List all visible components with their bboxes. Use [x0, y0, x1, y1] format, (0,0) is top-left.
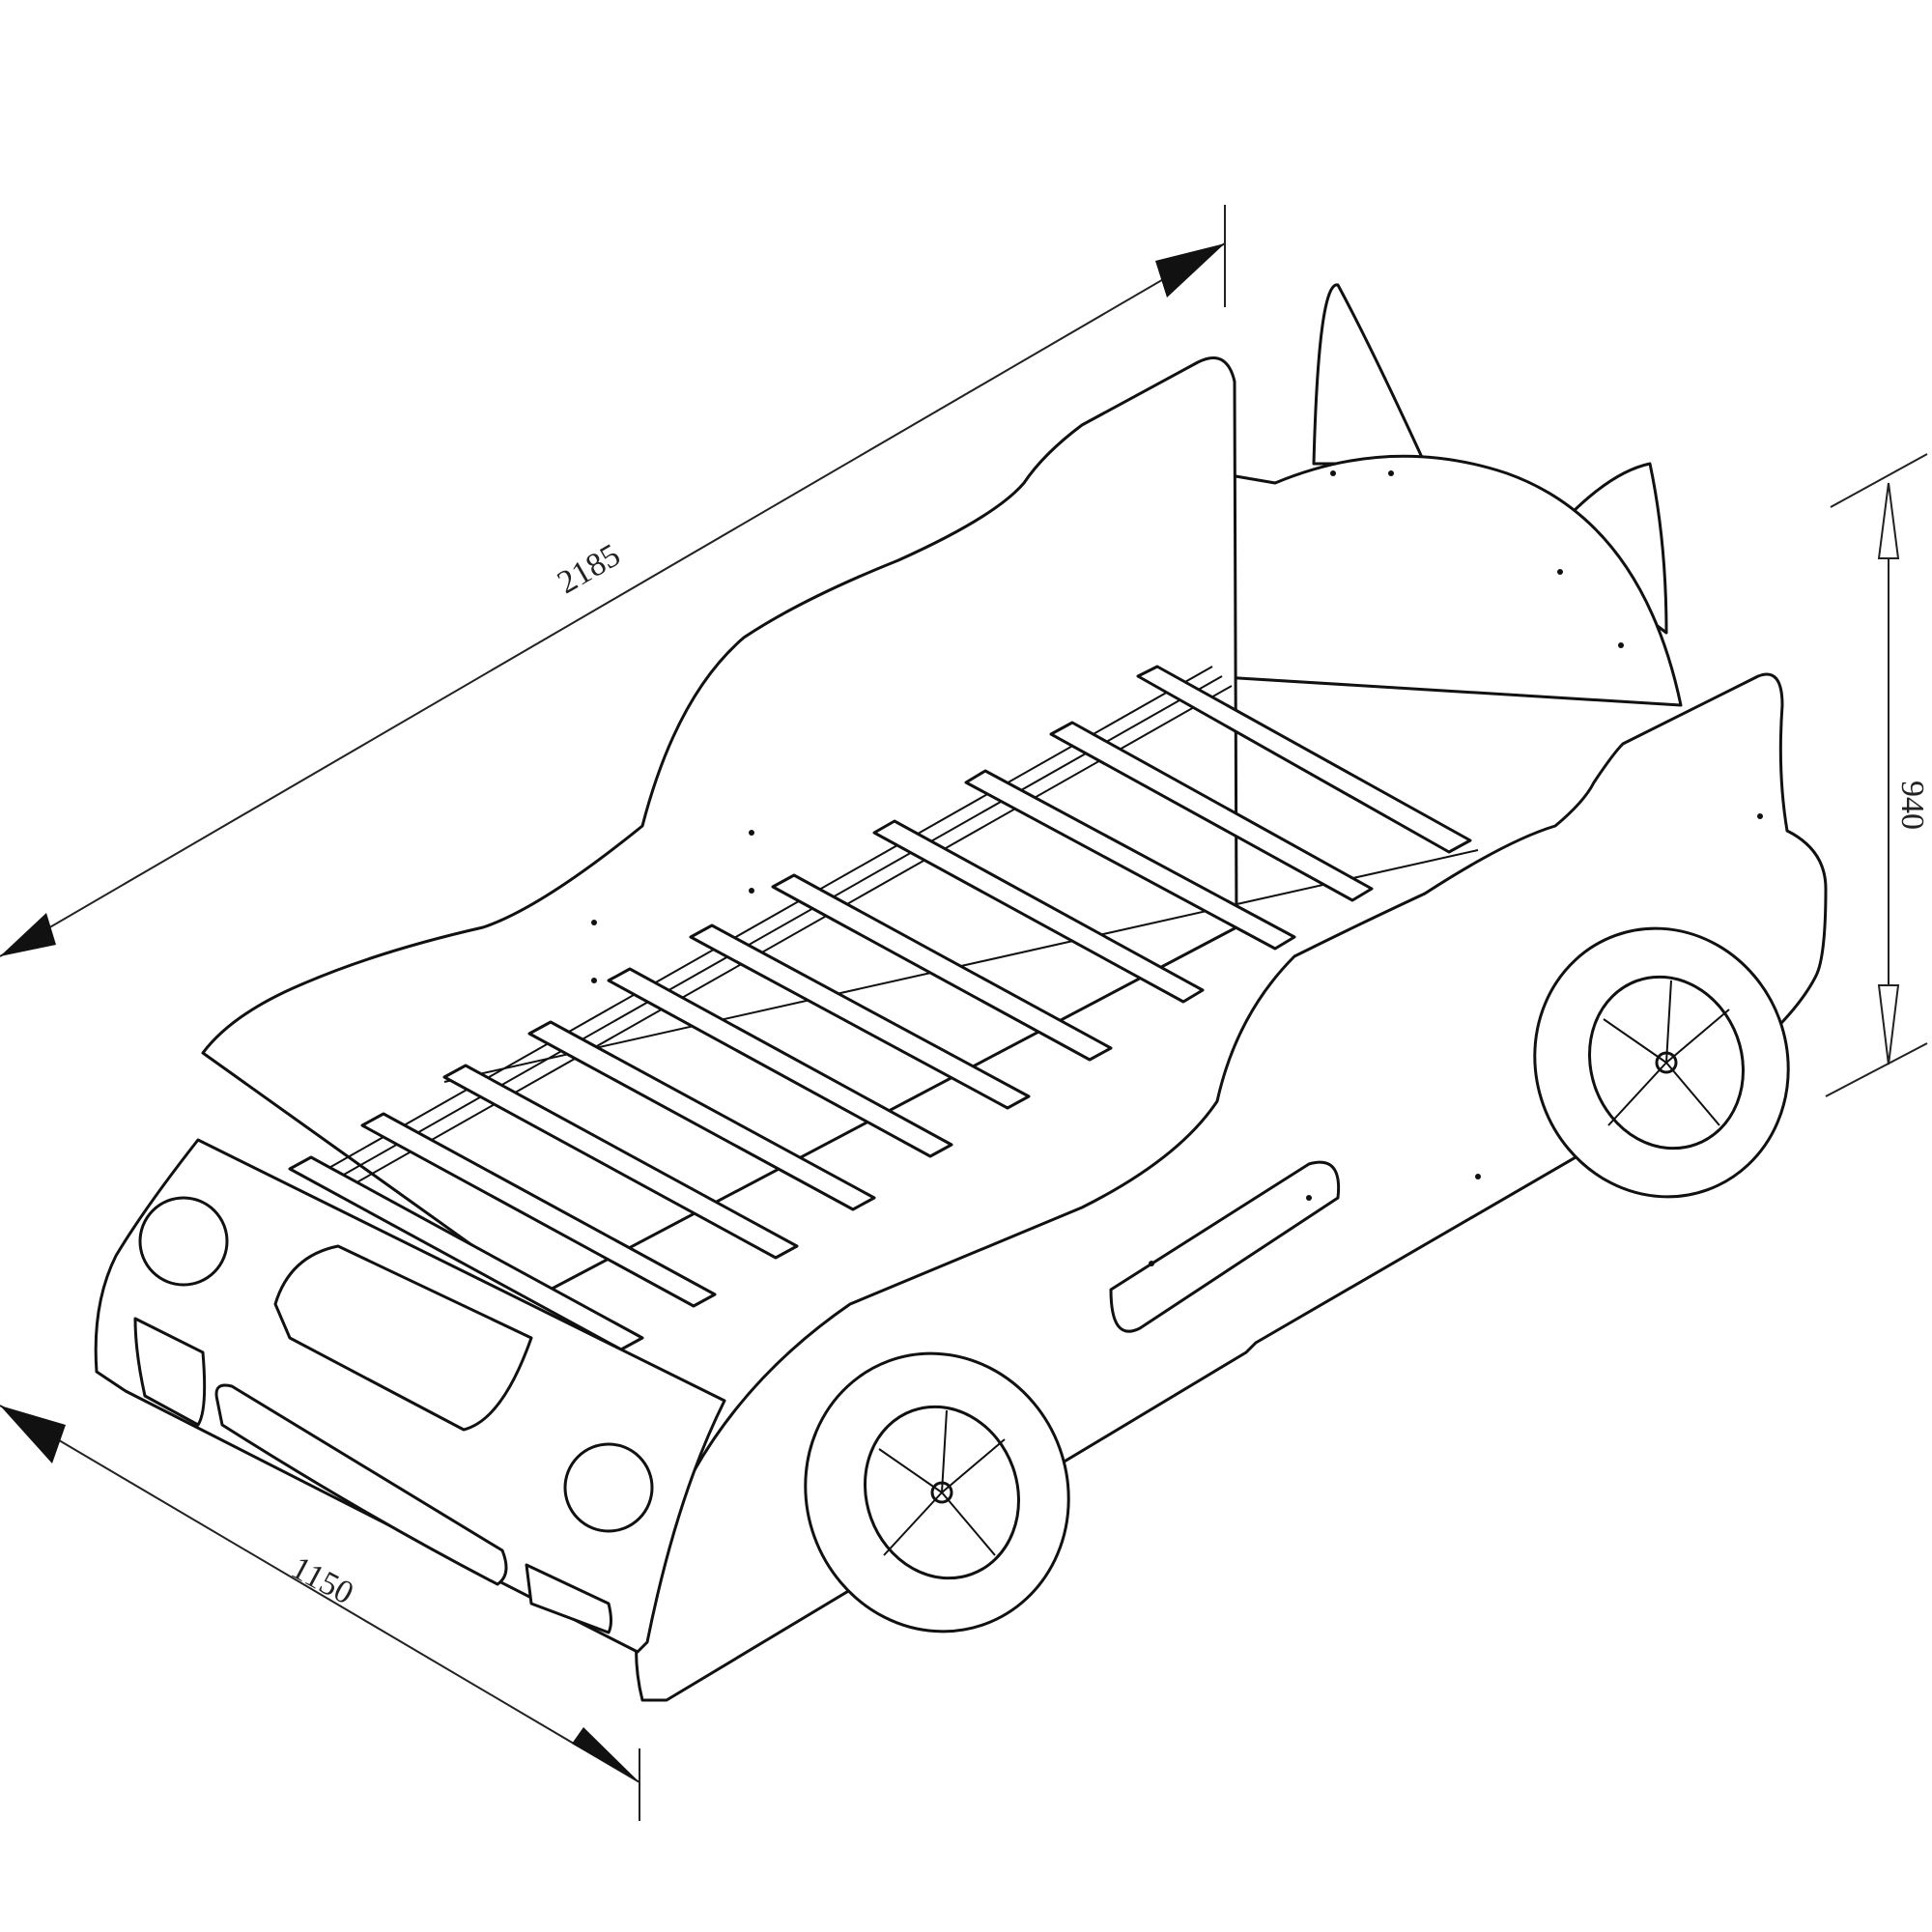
length-dimension [0, 205, 1226, 957]
arrowhead-icon [1877, 984, 1900, 1065]
far-side-panel [201, 356, 1238, 1296]
width-dimension [0, 1405, 640, 1821]
rear-wheel [1533, 926, 1790, 1199]
headlight-right [563, 1442, 654, 1533]
arrowhead-icon [1155, 243, 1225, 298]
fog-light-left [133, 1317, 207, 1427]
arrowhead-icon [0, 913, 56, 956]
height-dimension-label: 940 [1894, 781, 1930, 830]
headlight-left [138, 1196, 229, 1287]
front-fascia [94, 1138, 726, 1654]
assembly-bolts [591, 470, 1763, 1179]
arrowhead-icon [1877, 482, 1900, 559]
fog-light-right [525, 1563, 612, 1634]
headboard [1206, 283, 1683, 707]
front-grille [214, 1383, 508, 1586]
arrowhead-icon [0, 1406, 66, 1463]
arrowhead-icon [572, 1727, 639, 1782]
front-wheel [804, 1351, 1070, 1634]
hood-vent [273, 1244, 533, 1432]
height-dimension [1825, 453, 1928, 1097]
side-handle [1109, 1160, 1341, 1333]
bed-slats [288, 665, 1472, 1351]
